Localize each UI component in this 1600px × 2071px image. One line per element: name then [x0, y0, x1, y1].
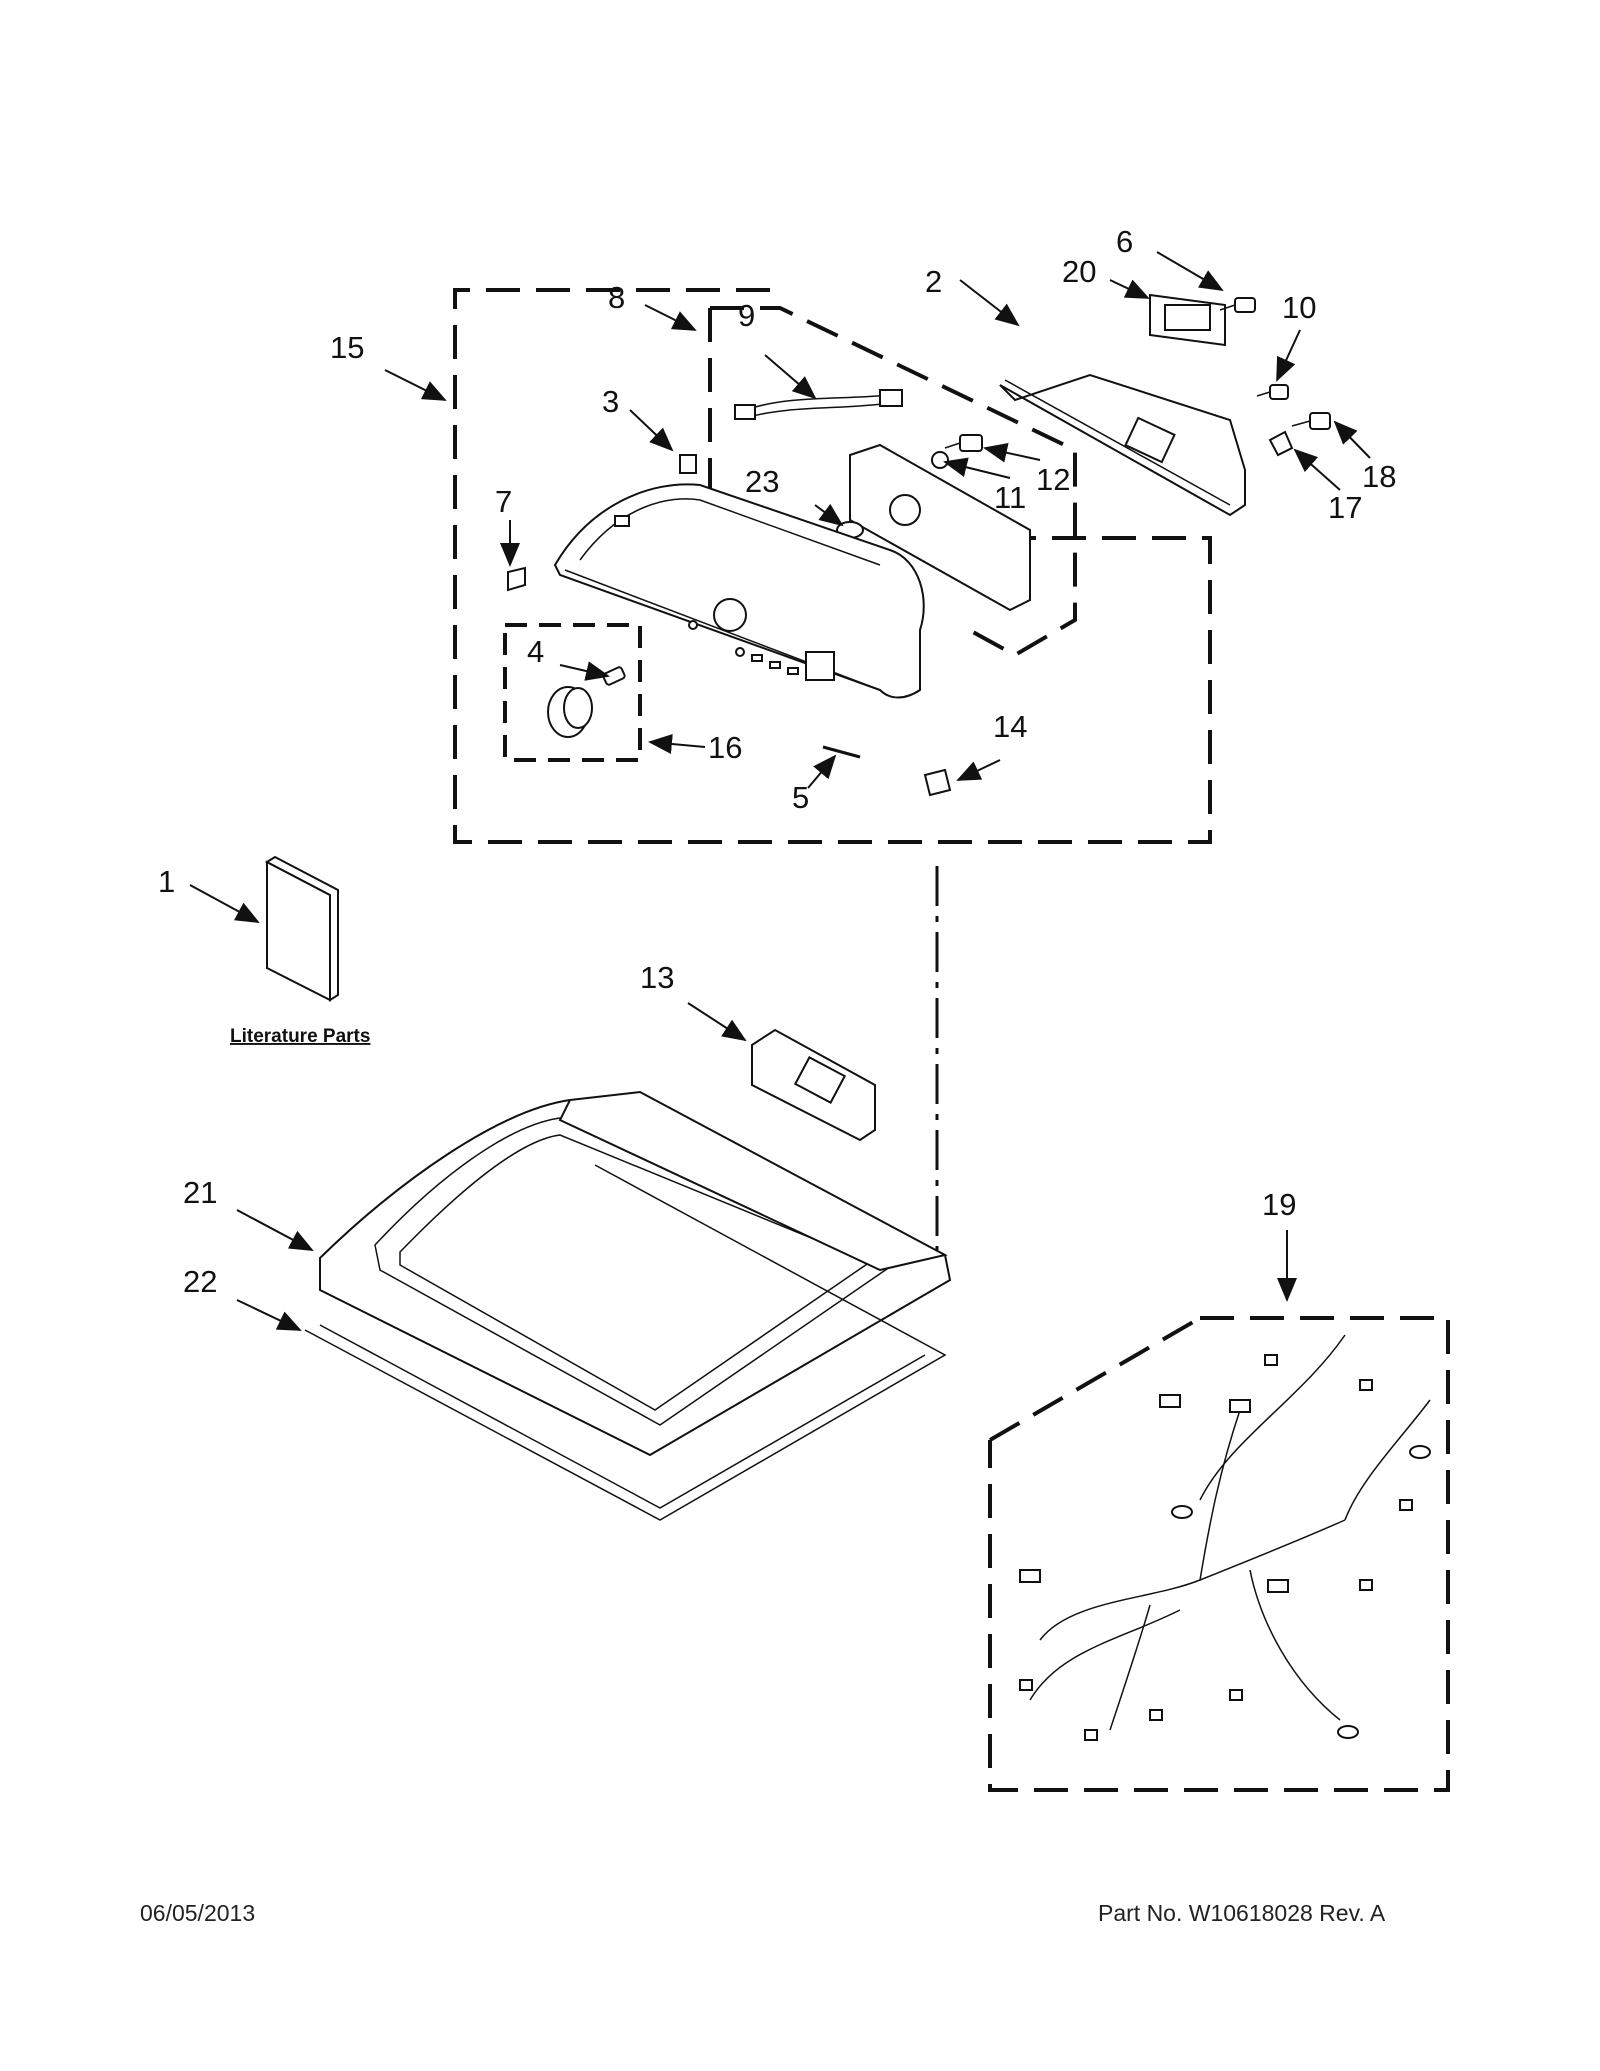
callout-8: 8 [608, 280, 625, 315]
callout-arrows [189, 251, 1371, 1331]
callout-6: 6 [1116, 224, 1133, 259]
control-board-box [708, 306, 1077, 658]
display-board [1149, 293, 1226, 347]
callout-5: 5 [792, 780, 809, 815]
callout-4: 4 [527, 634, 544, 669]
literature-parts-label: Literature Parts [230, 1026, 370, 1047]
console-rear-bracket [999, 373, 1246, 517]
screw-6 [1219, 297, 1256, 313]
wire-harness-9 [734, 389, 903, 420]
knob [547, 686, 593, 738]
nut-11 [931, 451, 949, 469]
harness-box [988, 1316, 1450, 1792]
screw-18 [1291, 412, 1331, 430]
callout-21: 21 [183, 1175, 217, 1210]
clip-14 [923, 768, 952, 797]
callout-7: 7 [495, 484, 512, 519]
overlay-7 [507, 566, 526, 592]
callout-17: 17 [1328, 490, 1362, 525]
callout-22: 22 [183, 1264, 217, 1299]
top-cover-21 [319, 1090, 952, 1457]
callout-9: 9 [738, 298, 755, 333]
callout-2: 2 [925, 264, 942, 299]
control-module-13 [751, 1028, 876, 1142]
callout-10: 10 [1282, 290, 1316, 325]
callout-13: 13 [640, 960, 674, 995]
footer-part-number: Part No. W10618028 Rev. A [1098, 1900, 1386, 1926]
callout-11: 11 [994, 480, 1026, 515]
literature-book [264, 855, 339, 1002]
callout-20: 20 [1062, 254, 1096, 289]
callout-3: 3 [602, 384, 619, 419]
screw-10 [1256, 384, 1289, 400]
callout-16: 16 [708, 730, 742, 765]
callout-12: 12 [1036, 462, 1070, 497]
callout-18: 18 [1362, 459, 1396, 494]
callout-1: 1 [158, 864, 175, 899]
callout-19: 19 [1262, 1187, 1296, 1222]
callout-14: 14 [993, 709, 1027, 744]
console-assembly-box [453, 288, 1212, 844]
screw-12 [944, 434, 983, 452]
clip-17 [1268, 430, 1294, 457]
footer-date: 06/05/2013 [140, 1900, 256, 1926]
console-panel [553, 483, 925, 699]
clip-3 [679, 454, 697, 474]
callout-23: 23 [745, 464, 779, 499]
wiring-harness-19 [1019, 1334, 1431, 1741]
callout-15: 15 [330, 330, 364, 365]
gasket-22 [304, 1164, 947, 1521]
trim-strip-5 [822, 745, 861, 759]
